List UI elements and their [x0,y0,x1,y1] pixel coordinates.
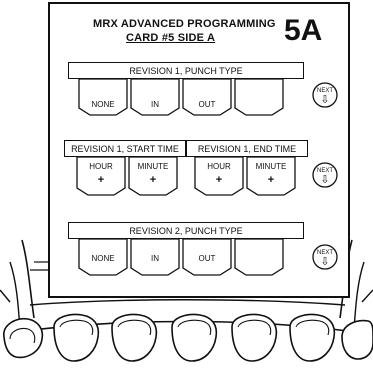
key-end-minute[interactable]: MINUTE + [246,156,296,196]
key-end-minute-label: MINUTE [255,162,287,171]
next-label: NEXT [316,168,333,174]
plus-icon: + [149,174,157,186]
key-end-hour-label: HOUR [207,162,231,171]
next-label: NEXT [316,250,333,256]
key-in-label: IN [151,100,159,109]
terminal-key-3[interactable] [111,313,158,362]
key-none[interactable]: NONE [78,78,128,116]
key-in[interactable]: IN [130,78,180,116]
plus-icon: + [215,174,223,186]
next-label: NEXT [316,88,333,94]
card-subtitle: CARD #5 SIDE A [126,32,216,44]
section1-header: REVISION 1, PUNCH TYPE [68,62,304,79]
terminal-key-5[interactable] [231,313,278,362]
key-start-hour-label: HOUR [89,162,113,171]
key-start-hour[interactable]: HOUR + [76,156,126,196]
terminal-keypad [3,313,373,362]
section1-next-button[interactable]: NEXT ⇩ [312,82,338,108]
key-none-label: NONE [91,254,115,263]
terminal-key-7[interactable] [341,319,373,360]
terminal-key-4[interactable] [171,313,218,362]
down-arrow-icon: ⇩ [320,94,330,106]
terminal-key-6[interactable] [289,313,336,362]
key-out-label: OUT [198,254,216,263]
key-in-label: IN [151,254,159,263]
section2-next-button[interactable]: NEXT ⇩ [312,162,338,188]
section2-header-left: REVISION 1, START TIME [64,140,186,157]
key-none-label: NONE [91,100,115,109]
key-start-minute-label: MINUTE [137,162,169,171]
card-side-label: 5A [284,14,323,47]
key-out[interactable]: OUT [182,238,232,276]
down-arrow-icon: ⇩ [320,174,330,186]
key-out[interactable]: OUT [182,78,232,116]
key-blank[interactable] [234,78,284,116]
key-end-hour[interactable]: HOUR + [194,156,244,196]
card-title: MRX ADVANCED PROGRAMMING [93,18,276,30]
key-out-label: OUT [198,100,216,109]
section3-header: REVISION 2, PUNCH TYPE [68,222,304,239]
plus-icon: + [97,174,105,186]
key-in[interactable]: IN [130,238,180,276]
plus-icon: + [267,174,275,186]
terminal-key-2[interactable] [53,313,100,362]
key-blank[interactable] [234,238,284,276]
programming-card: MRX ADVANCED PROGRAMMING CARD #5 SIDE A … [48,2,350,298]
section3-next-button[interactable]: NEXT ⇩ [312,244,338,270]
terminal-key-1[interactable] [3,317,44,359]
down-arrow-icon: ⇩ [320,256,330,268]
key-none[interactable]: NONE [78,238,128,276]
section2-header-right: REVISION 1, END TIME [186,140,308,157]
key-start-minute[interactable]: MINUTE + [128,156,178,196]
